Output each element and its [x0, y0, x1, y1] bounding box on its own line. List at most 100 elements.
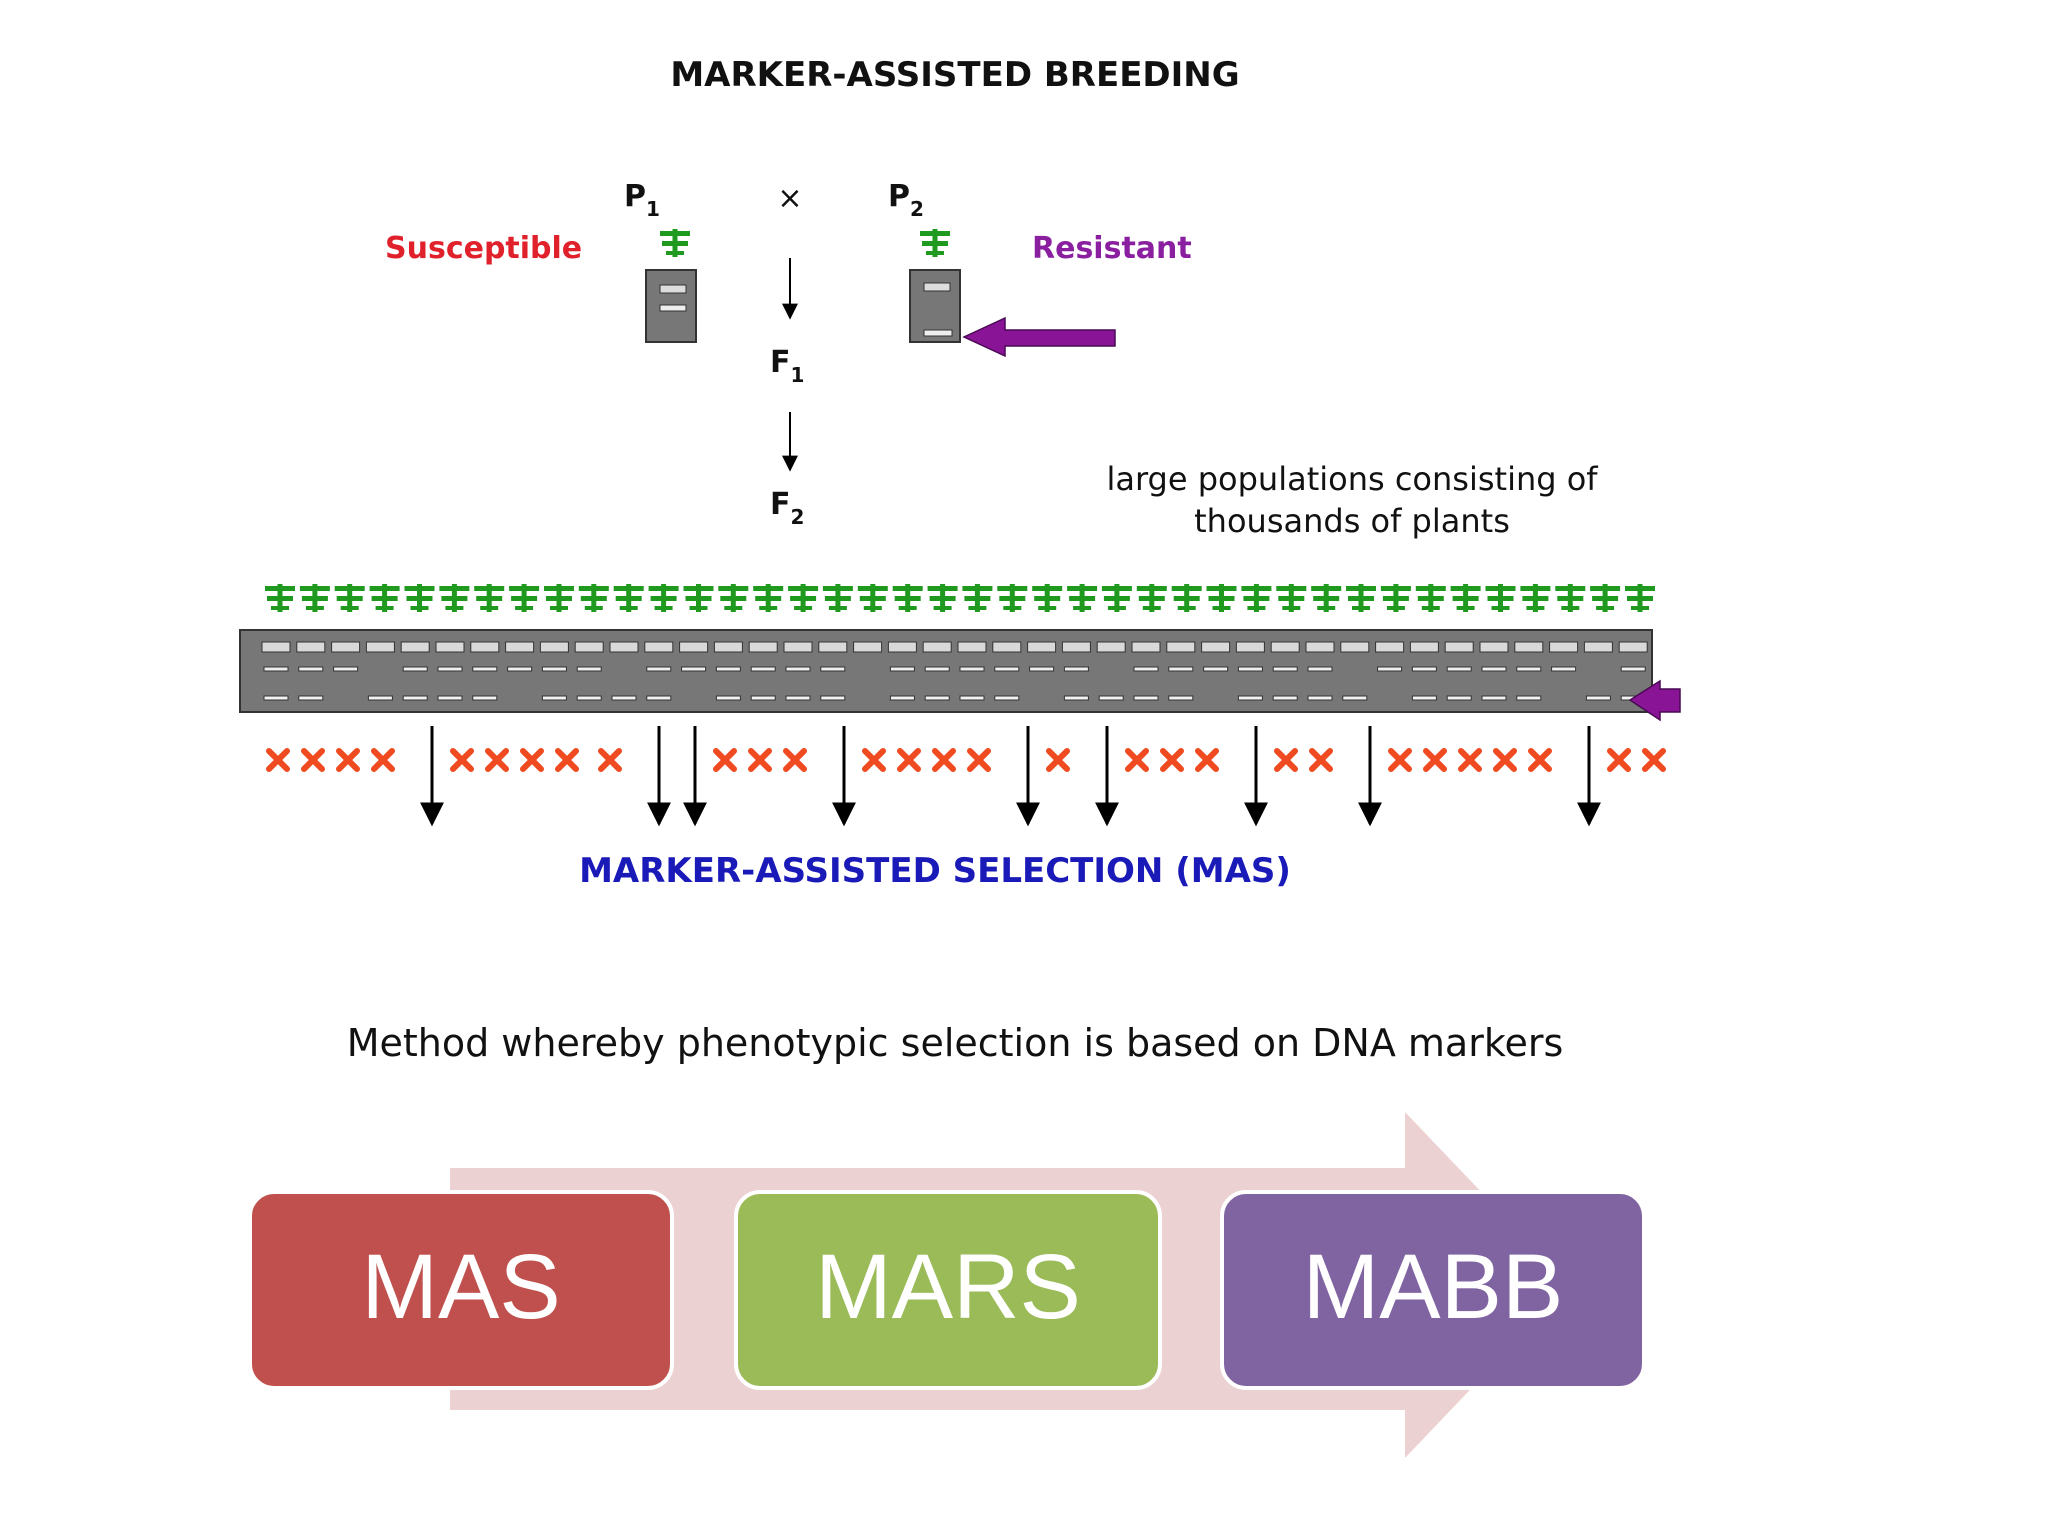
rejected-x-icon	[1426, 751, 1444, 769]
rejected-x-icon	[601, 751, 619, 769]
plant-icon	[1346, 584, 1376, 612]
rejected-x-icon	[751, 751, 769, 769]
gel-band	[298, 695, 324, 701]
plant-icon	[1485, 584, 1516, 612]
plant-icon	[648, 584, 679, 612]
gel-band	[472, 666, 498, 672]
gel-band	[1479, 641, 1509, 653]
gel-band	[646, 666, 672, 672]
gel-band	[1168, 666, 1194, 672]
resistant-label: Resistant	[1032, 231, 1192, 266]
gel-band	[994, 666, 1020, 672]
plant-icon	[474, 584, 505, 612]
rejected-x-icon	[523, 751, 541, 769]
plant-icon	[265, 584, 295, 612]
gel-band	[609, 641, 639, 653]
rejected-x-icon	[1496, 751, 1514, 769]
diagram-title: MARKER-ASSISTED BREEDING	[670, 55, 1239, 95]
gel-band	[1061, 641, 1091, 653]
plant-icon	[822, 584, 853, 612]
gel-band	[1618, 641, 1648, 653]
susceptible-label: Susceptible	[385, 231, 582, 266]
gel-band	[1133, 695, 1159, 701]
gel-band	[785, 695, 811, 701]
gel-band	[1340, 641, 1370, 653]
gel-band	[1411, 695, 1437, 701]
gel-band	[1203, 666, 1229, 672]
rejected-x-icon	[935, 751, 953, 769]
plant-icon	[1136, 584, 1167, 612]
plant-icon	[1276, 584, 1307, 612]
gel-band	[1583, 641, 1613, 653]
gel-band	[1409, 641, 1439, 653]
population-note-line2: thousands of plants	[1194, 502, 1510, 540]
rejected-x-icon	[786, 751, 804, 769]
plant-icon	[962, 584, 993, 612]
gel-band	[889, 666, 915, 672]
gel-band	[992, 641, 1022, 653]
gel-band	[959, 695, 985, 701]
plant-icon	[788, 584, 819, 612]
plant-icon	[613, 584, 644, 612]
gel-band	[576, 695, 602, 701]
gel-band	[1201, 641, 1231, 653]
rejected-x-icon	[269, 751, 287, 769]
gel-band	[713, 641, 743, 653]
gel-band	[1444, 641, 1474, 653]
plant-icon	[544, 584, 574, 612]
plant-icon	[299, 584, 330, 612]
gel-band	[1446, 695, 1472, 701]
gel-band	[1516, 666, 1542, 672]
plant-icon	[369, 584, 400, 612]
gel-band	[924, 695, 950, 701]
gel-band	[1029, 666, 1055, 672]
cross-symbol: ×	[777, 181, 802, 216]
p2-label: P2	[888, 179, 924, 221]
rejected-x-icon	[1610, 751, 1628, 769]
gel-band	[1272, 666, 1298, 672]
gel-band	[541, 666, 567, 672]
gel-band	[1272, 695, 1298, 701]
rejected-x-icon	[339, 751, 357, 769]
gel-band	[298, 666, 324, 672]
gel-band	[679, 641, 709, 653]
gel-band	[1168, 695, 1194, 701]
gel-band	[470, 641, 500, 653]
method-description: Method whereby phenotypic selection is b…	[347, 1021, 1564, 1065]
rejected-x-icon	[1461, 751, 1479, 769]
p1-label: P1	[624, 179, 660, 221]
plant-icon	[1206, 584, 1237, 612]
gel-band	[507, 666, 533, 672]
gel-band	[959, 666, 985, 672]
resistance-marker-arrow-icon	[962, 316, 1116, 358]
gel-band	[1375, 641, 1405, 653]
gel-band	[367, 695, 393, 701]
rejected-x-icon	[1198, 751, 1216, 769]
gel-band	[922, 641, 952, 653]
gel-band	[820, 695, 846, 701]
plant-icon	[718, 584, 749, 612]
gel-band	[1027, 641, 1057, 653]
rejected-x-icon	[865, 751, 883, 769]
plant-icon	[1450, 584, 1481, 612]
parent-1-group: P1	[624, 179, 697, 343]
plant-icon	[1171, 584, 1202, 612]
gel-band	[646, 695, 672, 701]
gel-band	[994, 695, 1020, 701]
gel-band	[715, 695, 741, 701]
rejected-x-icon	[970, 751, 988, 769]
gel-band	[924, 666, 950, 672]
plant-icon	[1380, 584, 1411, 612]
rejected-x-icon	[1128, 751, 1146, 769]
population-note-line1: large populations consisting of	[1106, 460, 1598, 498]
gel-band	[748, 641, 778, 653]
f2-label: F2	[770, 487, 804, 529]
gel-band	[402, 666, 428, 672]
process-step-mas: MAS	[248, 1190, 674, 1390]
rejected-x-icon	[453, 751, 471, 769]
gel-band	[437, 666, 463, 672]
gel-band	[1551, 666, 1577, 672]
gel-band	[1446, 666, 1472, 672]
plant-icon	[1415, 584, 1446, 612]
